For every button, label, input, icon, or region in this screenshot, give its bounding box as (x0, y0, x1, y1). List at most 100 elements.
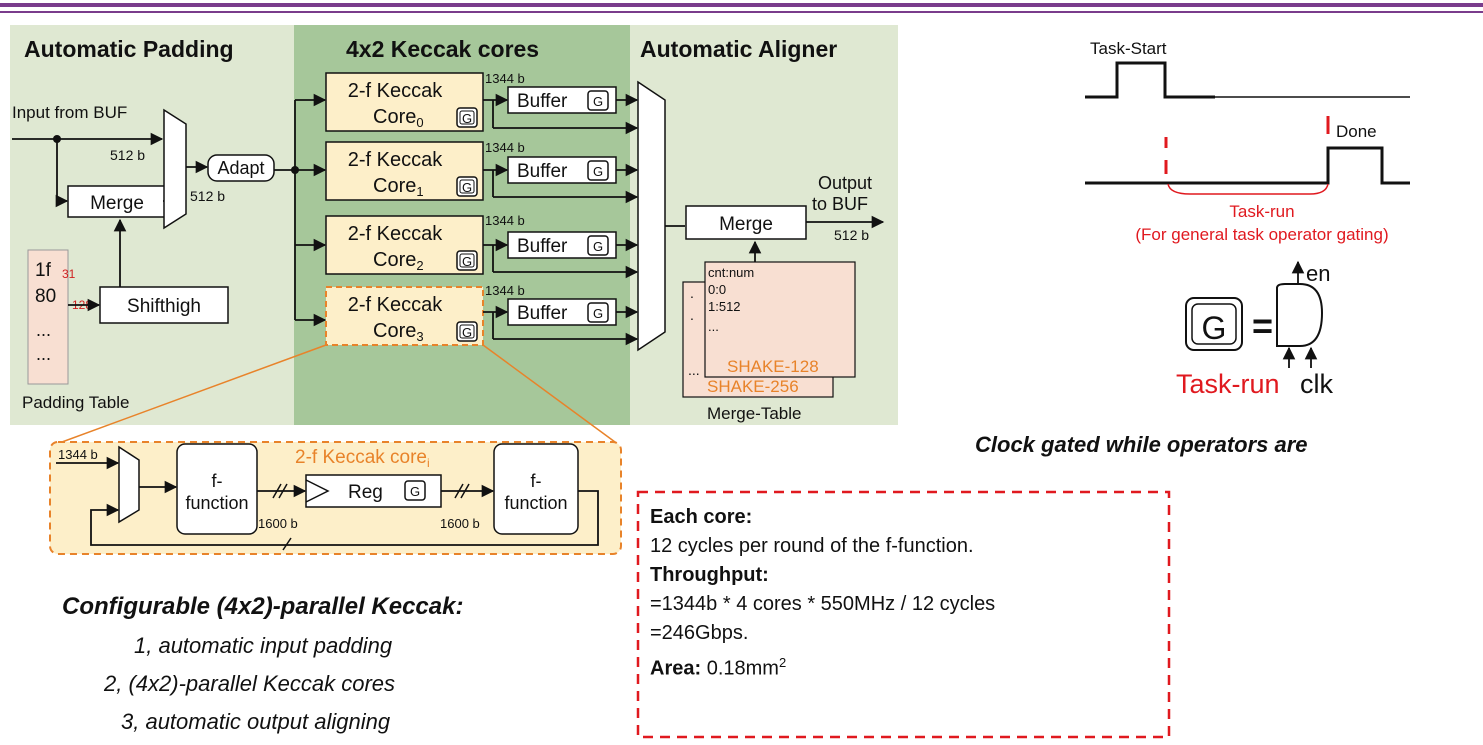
merge-block-aligner (685, 205, 807, 240)
task-run-label: Task-run (1229, 202, 1294, 221)
core-3-gate-icon (456, 321, 478, 342)
core-1-name: Core1 (373, 175, 424, 199)
info-box: Each core: 12 cycles per round of the f-… (637, 491, 1170, 737)
padding-table-row-3: ... (36, 320, 51, 340)
width-512-label: 512 b (110, 147, 145, 163)
output-label-2: to BUF (812, 194, 868, 214)
keccak-core-2: 2-f Keccak Core2 G (325, 215, 484, 275)
keccak-core-0: 2-f Keccak Core0 G (325, 72, 484, 132)
merge-table-row-3: ... (708, 319, 719, 334)
input-from-buf-label: Input from BUF (12, 103, 127, 122)
width-1600-label-1: 1600 b (258, 516, 298, 531)
core-detail-title-text: 2-f Keccak core (295, 447, 427, 468)
f-function-2-line1: f- (531, 471, 542, 491)
keccak-core-3: 2-f Keccak Core3 G (325, 286, 484, 346)
core-0-title: 2-f Keccak (348, 80, 443, 102)
keccak-core-1: 2-f Keccak Core1 G (325, 141, 484, 201)
merge-table-row-1: 0:0 (708, 282, 726, 297)
buffer-1-label: Buffer (517, 161, 568, 182)
merge-label-aligner: Merge (719, 214, 773, 235)
gate-symbol-icon (1185, 297, 1243, 351)
core-1-gate-inner (459, 179, 475, 194)
adapt-label: Adapt (217, 158, 264, 178)
keccak-caption-item-1: 1, automatic input padding (134, 633, 393, 658)
reg-gate-label: G (410, 484, 420, 499)
f-function-block-2 (493, 443, 579, 535)
merge-table-row-0: cnt:num (708, 265, 754, 280)
core-detail-feedback-loop (90, 490, 599, 546)
merge-table-row-2: 1:512 (708, 299, 741, 314)
and-gate-icon (1276, 283, 1324, 347)
info-box-border (636, 490, 1171, 739)
aligner-mux (637, 80, 666, 352)
core-2-title: 2-f Keccak (348, 223, 443, 245)
bus-slash-1 (272, 483, 282, 499)
core-2-subscript: 2 (416, 258, 423, 273)
core-0-name-text: Core (373, 106, 416, 128)
reg-gate-icon (404, 480, 426, 501)
core-detail-mux (118, 445, 140, 524)
info-core-heading: Each core: (650, 506, 753, 528)
buffer-3-gate-icon (587, 302, 609, 323)
padding-table-row-1: 1f (35, 260, 52, 281)
merge-table-back-dots-2: . (690, 307, 694, 323)
adapt-block (207, 154, 275, 182)
info-throughput-line-2: =246Gbps. (650, 622, 749, 644)
core-detail-width-1344: 1344 b (58, 447, 98, 462)
reg-label: Reg (348, 482, 383, 503)
task-start-label: Task-Start (1090, 39, 1167, 58)
done-label: Done (1336, 122, 1377, 141)
buffer-0-label: Buffer (517, 91, 568, 112)
gate-symbol-inner (1191, 303, 1237, 345)
task-run-note: (For general task operator gating) (1135, 225, 1388, 244)
buffer-1-gate-icon (587, 160, 609, 181)
core-3-output-path: Buffer G (483, 298, 639, 346)
merge-table-back-dots-3: ... (688, 362, 700, 378)
core-3-gate-label: G (462, 325, 472, 340)
reg-clock-symbol (305, 479, 330, 503)
merge-table-label: Merge-Table (707, 404, 802, 423)
output-label-1: Output (818, 173, 872, 193)
padding-table-note-1: 31 (62, 267, 76, 281)
task-start-waveform (1085, 61, 1215, 99)
buffer-2-gate-icon (587, 235, 609, 256)
keccak-caption-title: Configurable (4x2)-parallel Keccak: (62, 593, 464, 620)
core-2-gate-inner (459, 253, 475, 268)
f-function-1-line2: function (185, 493, 248, 513)
core-0-gate-icon (456, 107, 478, 128)
gate-symbol-letter: G (1202, 310, 1227, 346)
core-3-name: Core3 (373, 320, 424, 344)
core-1-gate-label: G (462, 180, 472, 195)
equals-sign: = (1252, 305, 1273, 346)
width-512-label-out: 512 b (834, 227, 869, 243)
core-1-output-path: Buffer G (483, 156, 639, 204)
section-title-aligner: Automatic Aligner (640, 36, 837, 62)
core-3-gate-inner (459, 324, 475, 339)
core-2-gate-icon (456, 250, 478, 271)
width-1344-label-3: 1344 b (485, 283, 525, 298)
bus-slash-3 (454, 483, 464, 499)
buffer-3-label: Buffer (517, 303, 568, 324)
core-1-name-text: Core (373, 175, 416, 197)
info-throughput-heading: Throughput: (650, 564, 769, 586)
width-1344-label-2: 1344 b (485, 213, 525, 228)
buffer-2-label: Buffer (517, 236, 568, 257)
width-512-label-2: 512 b (190, 188, 225, 204)
top-accent-bar (0, 0, 1483, 18)
padding-table-row-4: ... (36, 344, 51, 364)
core-2-name: Core2 (373, 249, 424, 273)
core-1-subscript: 1 (416, 184, 423, 199)
bus-slash-4 (460, 483, 470, 499)
info-throughput-line-1: =1344b * 4 cores * 550MHz / 12 cycles (650, 593, 996, 615)
core-2-output-path: Buffer G (483, 231, 639, 279)
f-function-2-line2: function (504, 493, 567, 513)
top-accent-bar-graphic (0, 3, 1483, 13)
core-detail-subscript: i (427, 456, 430, 470)
shifthigh-block (99, 286, 229, 324)
merge-table-shake256: SHAKE-256 (707, 377, 799, 396)
merge-table-shake128: SHAKE-128 (727, 357, 819, 376)
width-1344-label-1: 1344 b (485, 140, 525, 155)
core-2-name-text: Core (373, 249, 416, 271)
bus-slash-5 (282, 537, 292, 551)
